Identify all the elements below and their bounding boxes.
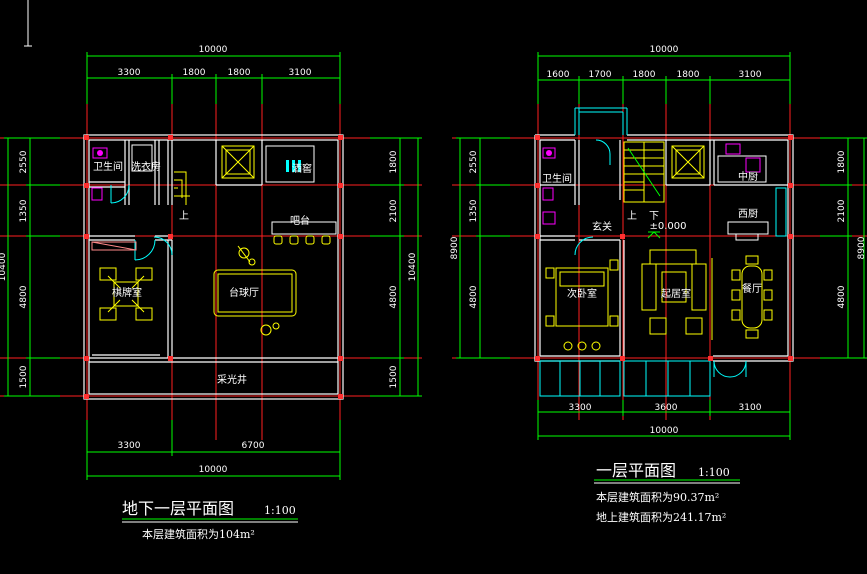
dim-top-1: 3300 bbox=[118, 68, 141, 78]
dim-bottom-2: 6700 bbox=[242, 441, 265, 451]
ground-plan: 10000 1600 1700 1800 1800 3100 3300 3600… bbox=[450, 45, 867, 524]
basement-doors bbox=[110, 184, 173, 261]
basement-bar-counter bbox=[271, 160, 337, 245]
ucs-icon bbox=[24, 0, 32, 47]
room-wine-cellar: 酒窖 bbox=[292, 162, 312, 175]
dim-right-3: 4800 bbox=[389, 285, 399, 308]
basement-walls bbox=[83, 134, 344, 400]
bedroom-furniture bbox=[545, 259, 619, 351]
dining-table bbox=[731, 255, 773, 339]
g-dim-top-3: 1800 bbox=[633, 70, 656, 80]
basement-plan: 10000 3300 1800 1800 3100 3300 6700 1000… bbox=[0, 45, 422, 541]
g-dim-right-3: 4800 bbox=[837, 285, 847, 308]
ground-fixtures bbox=[542, 143, 769, 241]
basement-dimension-lines bbox=[4, 52, 422, 520]
dim-top-3: 1800 bbox=[228, 68, 251, 78]
dim-left-4: 1500 bbox=[19, 365, 29, 388]
basement-title: 地下一层平面图 bbox=[122, 499, 234, 518]
dim-top-4: 3100 bbox=[289, 68, 312, 78]
room-ground-bathroom: 卫生间 bbox=[542, 172, 572, 185]
dim-left-3: 4800 bbox=[19, 285, 29, 308]
dim-left-2: 1350 bbox=[19, 199, 29, 222]
stair-up-label-ground: 上 bbox=[627, 210, 637, 222]
ground-area-text-1: 本层建筑面积为90.37m² bbox=[596, 490, 719, 504]
ground-axis-lines bbox=[452, 78, 867, 420]
dim-bottom-1: 3300 bbox=[118, 441, 141, 451]
g-dim-left-2: 1350 bbox=[469, 199, 479, 222]
basement-room-labels: 卫生间 洗衣房 酒窖 吧台 上 棋牌室 台球厅 采光井 bbox=[93, 160, 312, 386]
basement-scale: 1:100 bbox=[264, 504, 296, 517]
ground-room-labels: 卫生间 中厨 西厨 玄关 上 下 ±0.000 次卧室 起居室 餐厅 bbox=[542, 170, 762, 300]
room-laundry: 洗衣房 bbox=[131, 160, 161, 173]
g-dim-top-5: 3100 bbox=[739, 70, 762, 80]
ground-windows bbox=[539, 107, 787, 397]
g-dim-right-total: 8900 bbox=[857, 236, 867, 259]
ground-columns bbox=[535, 135, 793, 361]
g-dim-left-3: 4800 bbox=[469, 285, 479, 308]
dim-right-1: 1800 bbox=[389, 150, 399, 173]
dim-top-2: 1800 bbox=[183, 68, 206, 78]
elevation-mark: ±0.000 bbox=[649, 221, 686, 232]
dim-right-2: 2100 bbox=[389, 199, 399, 222]
ground-scale: 1:100 bbox=[698, 466, 730, 479]
basement-axis-lines bbox=[0, 78, 422, 440]
room-western-kitchen: 西厨 bbox=[738, 208, 758, 220]
dim-right-4: 1500 bbox=[389, 365, 399, 388]
chess-table bbox=[99, 267, 153, 321]
basement-area-text: 本层建筑面积为104m² bbox=[142, 527, 255, 541]
g-dim-bottom-total: 10000 bbox=[650, 426, 679, 436]
room-dining: 餐厅 bbox=[742, 282, 762, 295]
stair-down-label: 下 bbox=[649, 211, 659, 222]
dim-top-total: 10000 bbox=[199, 45, 228, 55]
g-dim-right-1: 1800 bbox=[837, 150, 847, 173]
ground-dimension-texts: 10000 1600 1700 1800 1800 3100 3300 3600… bbox=[450, 45, 867, 436]
room-billiards: 台球厅 bbox=[229, 286, 259, 299]
room-kitchen: 中厨 bbox=[738, 170, 758, 183]
ground-stair bbox=[623, 141, 705, 203]
living-furniture bbox=[641, 249, 713, 340]
basement-columns bbox=[84, 135, 343, 399]
ground-dimension-lines bbox=[456, 52, 867, 481]
g-dim-top-1: 1600 bbox=[547, 70, 570, 80]
ground-walls bbox=[534, 134, 794, 362]
room-foyer: 玄关 bbox=[592, 220, 612, 233]
g-dim-top-2: 1700 bbox=[589, 70, 612, 80]
dim-left-total: 10400 bbox=[0, 252, 8, 281]
dim-right-total: 10400 bbox=[408, 252, 418, 281]
stair-up-label: 上 bbox=[179, 210, 189, 222]
g-dim-left-1: 2550 bbox=[469, 150, 479, 173]
room-second-bedroom: 次卧室 bbox=[567, 287, 597, 300]
room-basement-bathroom: 卫生间 bbox=[93, 160, 123, 173]
g-dim-left-total: 8900 bbox=[450, 236, 460, 259]
room-bar: 吧台 bbox=[290, 214, 310, 227]
g-dim-top-4: 1800 bbox=[677, 70, 700, 80]
g-dim-bottom-3: 3100 bbox=[739, 403, 762, 413]
ground-area-text-2: 地上建筑面积为241.17m² bbox=[596, 510, 726, 524]
g-dim-top-total: 10000 bbox=[650, 45, 679, 55]
basement-fixtures bbox=[91, 147, 137, 251]
ground-title: 一层平面图 bbox=[596, 461, 676, 480]
g-dim-right-2: 2100 bbox=[837, 199, 847, 222]
room-chess: 棋牌室 bbox=[112, 286, 142, 299]
dim-bottom-total: 10000 bbox=[199, 465, 228, 475]
g-dim-bottom-2: 3600 bbox=[655, 403, 678, 413]
room-living: 起居室 bbox=[661, 287, 691, 300]
dim-left-1: 2550 bbox=[19, 150, 29, 173]
g-dim-bottom-1: 3300 bbox=[569, 403, 592, 413]
room-lightwell: 采光井 bbox=[217, 373, 247, 386]
basement-stair bbox=[131, 144, 315, 205]
billiards-table bbox=[213, 245, 297, 336]
basement-dimension-texts: 10000 3300 1800 1800 3100 3300 6700 1000… bbox=[0, 45, 418, 475]
